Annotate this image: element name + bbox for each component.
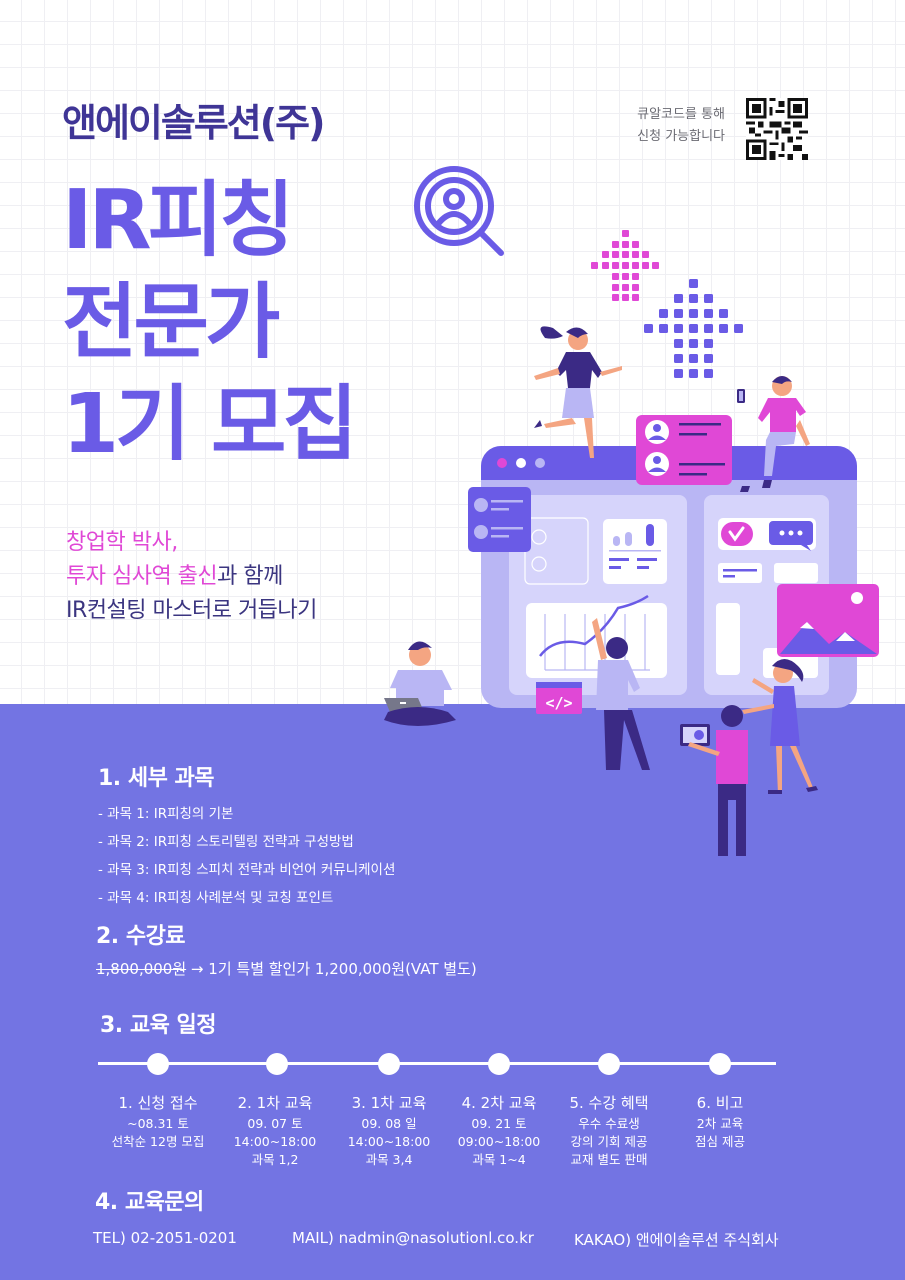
step-line: 09. 21 토 — [471, 1116, 527, 1131]
company-name: 앤에이솔루션(주) — [62, 101, 325, 145]
step-line: ~08.31 토 — [127, 1116, 189, 1131]
subtitle-line-3: IR컨설팅 마스터로 거듭나기 — [66, 598, 317, 623]
section-courses-title: 1. 세부 과목 — [98, 766, 214, 791]
step-line: 교재 별도 판매 — [570, 1152, 648, 1167]
step-title: 2. 1차 교육 — [237, 1094, 313, 1112]
step-line: 2차 교육 — [696, 1116, 744, 1131]
step-title: 4. 2차 교육 — [461, 1094, 537, 1112]
qr-caption: 큐알코드를 통해 신청 가능합니다 — [610, 104, 725, 148]
section-fee-title: 2. 수강료 — [96, 924, 186, 949]
step-line: 14:00~18:00 — [347, 1134, 431, 1149]
schedule-step-3: 3. 1차 교육 09. 08 일 14:00~18:00 과목 3,4 — [324, 1093, 454, 1169]
contact-tel[interactable]: TEL) 02-2051-0201 — [93, 1229, 237, 1247]
step-line: 14:00~18:00 — [233, 1134, 317, 1149]
timeline-dot — [147, 1053, 169, 1075]
step-line: 선착순 12명 모집 — [111, 1134, 205, 1149]
step-title: 6. 비고 — [696, 1094, 744, 1112]
course-item: - 과목 4: IR피칭 사례분석 및 코칭 포인트 — [98, 890, 334, 906]
step-line: 과목 3,4 — [365, 1152, 413, 1167]
timeline-dot — [709, 1053, 731, 1075]
step-line: 강의 기회 제공 — [570, 1134, 648, 1149]
headline-line-2: 전문가 — [62, 275, 280, 370]
qr-caption-line-1: 큐알코드를 통해 — [637, 107, 725, 122]
discount-price: 1기 특별 할인가 1,200,000원(VAT 별도) — [208, 960, 477, 978]
qr-code-icon[interactable] — [746, 98, 808, 160]
step-line: 과목 1~4 — [472, 1152, 526, 1167]
headline-line-1: IR피칭 — [62, 173, 295, 268]
course-item: - 과목 1: IR피칭의 기본 — [98, 806, 234, 822]
subtitle-line-2-rest: 과 함께 — [217, 564, 283, 589]
schedule-step-2: 2. 1차 교육 09. 07 토 14:00~18:00 과목 1,2 — [210, 1093, 340, 1169]
schedule-step-4: 4. 2차 교육 09. 21 토 09:00~18:00 과목 1~4 — [434, 1093, 564, 1169]
course-item: - 과목 3: IR피칭 스피치 전략과 비언어 커뮤니케이션 — [98, 862, 396, 878]
contact-kakao[interactable]: KAKAO) 앤에이솔루션 주식회사 — [574, 1231, 779, 1249]
timeline-dot — [266, 1053, 288, 1075]
step-line: 09. 07 토 — [247, 1116, 303, 1131]
fee-line: 1,800,000원 → 1기 특별 할인가 1,200,000원(VAT 별도… — [96, 958, 477, 979]
step-line: 09. 08 일 — [361, 1116, 417, 1131]
schedule-step-1: 1. 신청 접수 ~08.31 토 선착순 12명 모집 — [93, 1093, 223, 1151]
timeline-dot — [598, 1053, 620, 1075]
timeline-line — [98, 1062, 776, 1065]
step-line: 09:00~18:00 — [457, 1134, 541, 1149]
arrow-right-icon: → — [190, 960, 204, 978]
step-title: 3. 1차 교육 — [351, 1094, 427, 1112]
schedule-step-6: 6. 비고 2차 교육 점심 제공 — [655, 1093, 785, 1151]
original-price: 1,800,000원 — [96, 960, 187, 978]
step-line: 우수 수료생 — [578, 1116, 640, 1131]
timeline-dot — [378, 1053, 400, 1075]
qr-caption-line-2: 신청 가능합니다 — [637, 129, 725, 144]
step-line: 점심 제공 — [695, 1134, 745, 1149]
step-line: 과목 1,2 — [251, 1152, 299, 1167]
step-title: 1. 신청 접수 — [118, 1094, 198, 1112]
subtitle: 창업학 박사, 투자 심사역 출신과 함께 IR컨설팅 마스터로 거듭나기 — [66, 526, 317, 628]
section-contact-title: 4. 교육문의 — [95, 1190, 204, 1215]
headline-line-3: 1기 모집 — [62, 377, 358, 472]
info-panel-background — [0, 704, 905, 1280]
section-schedule-title: 3. 교육 일정 — [100, 1013, 216, 1038]
contact-mail[interactable]: MAIL) nadmin@nasolutionl.co.kr — [292, 1229, 534, 1247]
timeline-dot — [488, 1053, 510, 1075]
step-title: 5. 수강 혜택 — [569, 1094, 649, 1112]
schedule-step-5: 5. 수강 혜택 우수 수료생 강의 기회 제공 교재 별도 판매 — [544, 1093, 674, 1169]
course-item: - 과목 2: IR피칭 스토리텔링 전략과 구성방법 — [98, 834, 354, 850]
subtitle-line-1: 창업학 박사, — [66, 530, 178, 555]
subtitle-line-2-highlight: 투자 심사역 출신 — [66, 564, 218, 589]
course-list: - 과목 1: IR피칭의 기본 - 과목 2: IR피칭 스토리텔링 전략과 … — [98, 800, 395, 912]
headline: IR피칭 전문가 1기 모집 — [62, 170, 358, 476]
